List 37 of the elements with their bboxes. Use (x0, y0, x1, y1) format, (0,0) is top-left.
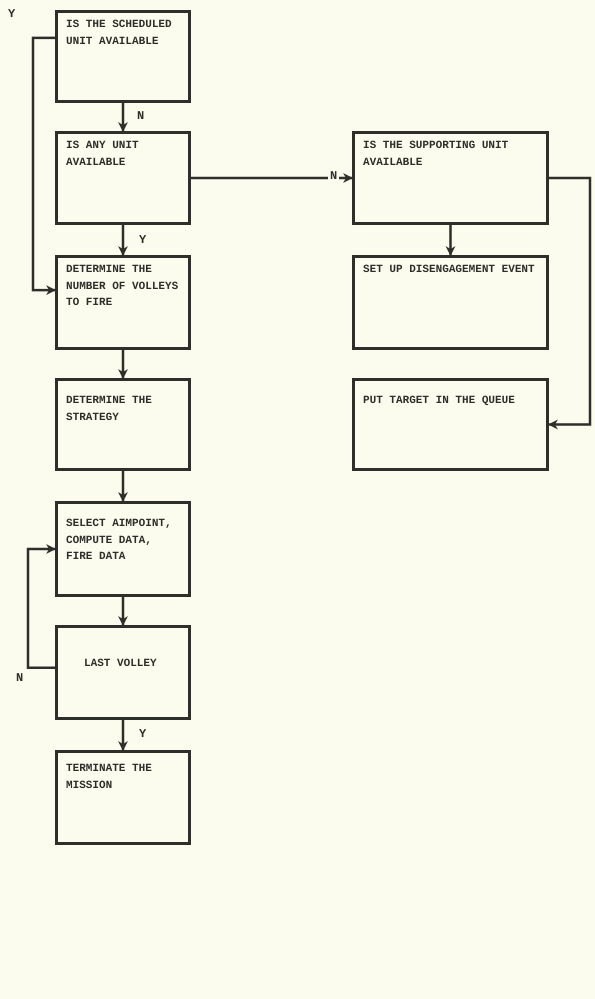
edge-label: Y (6, 8, 18, 20)
arrow (118, 597, 128, 626)
box-text: PUT TARGET IN THE QUEUE (363, 394, 516, 409)
box-text: TERMINATE THE MISSION (66, 762, 153, 794)
process-box (352, 378, 549, 471)
arrow (26, 544, 56, 669)
process-box (55, 10, 191, 103)
box-text: DETERMINE THE STRATEGY (66, 394, 153, 426)
edge-label: N (14, 672, 26, 684)
process-box (55, 255, 191, 350)
box-text: IS THE SUPPORTING UNIT AVAILABLE (363, 139, 510, 170)
arrow (118, 103, 128, 132)
process-box (55, 131, 191, 225)
process-box (55, 378, 191, 471)
arrow (118, 225, 128, 256)
box-text: SET UP DISENGAGEMENT EVENT (363, 263, 536, 278)
box-text: IS ANY UNIT AVAILABLE (66, 139, 140, 170)
arrow (118, 350, 128, 379)
process-box (55, 625, 191, 720)
arrow (118, 720, 128, 751)
arrow (446, 225, 456, 256)
arrow (548, 176, 592, 430)
process-box (352, 255, 549, 350)
box-text: SELECT AIMPOINT, COMPUTE DATA, FIRE DATA (66, 517, 173, 565)
arrow (118, 471, 128, 502)
edge-label: N (328, 170, 340, 182)
process-box (352, 131, 549, 225)
edge-label: Y (137, 234, 148, 246)
box-text: IS THE SCHEDULED UNIT AVAILABLE (66, 18, 173, 50)
arrow (32, 36, 56, 296)
process-box (55, 750, 191, 845)
process-box (55, 501, 191, 597)
box-text: LAST VOLLEY (84, 657, 158, 672)
edge-label: N (135, 110, 146, 122)
edge-label: Y (137, 728, 148, 740)
arrow (191, 173, 353, 183)
box-text: DETERMINE THE NUMBER OF VOLLEYS TO FIRE (66, 263, 180, 311)
